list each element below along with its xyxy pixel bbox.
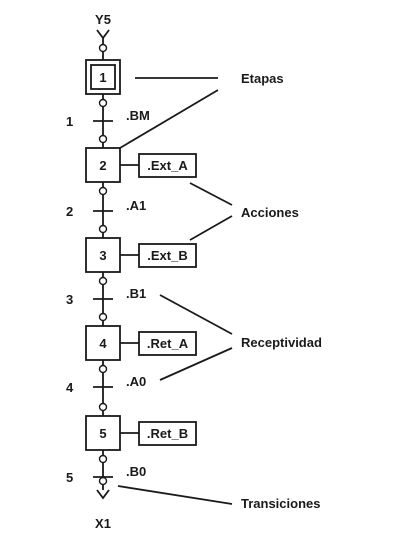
link-connector (98, 476, 108, 486)
callout-transiciones: Transiciones (241, 496, 320, 511)
exit-arrow-icon (96, 489, 110, 500)
entry-arrow-icon (96, 29, 110, 40)
callout-etapas: Etapas (241, 71, 284, 86)
link-connector (98, 134, 108, 144)
link-connector (98, 186, 108, 196)
action-box (138, 331, 197, 356)
transition-number: 3 (66, 292, 73, 307)
entry-label: Y5 (95, 12, 111, 27)
transition-number: 2 (66, 204, 73, 219)
step-number: 5 (99, 426, 106, 441)
link-connector (98, 224, 108, 234)
entry-connector (98, 43, 108, 53)
step-number: 2 (99, 158, 106, 173)
transition-number: 1 (66, 114, 73, 129)
transition-receptivity: .A1 (126, 198, 146, 213)
link-connector (98, 402, 108, 412)
transition-receptivity: .B1 (126, 286, 146, 301)
transition-number: 4 (66, 380, 74, 395)
acciones-leader-line (189, 182, 233, 206)
transition-receptivity: .A0 (126, 374, 146, 389)
action-box (138, 153, 197, 178)
link-connector (98, 454, 108, 464)
step-box (85, 237, 121, 273)
action-label: .Ret_B (147, 426, 188, 441)
transition-receptivity: .BM (126, 108, 150, 123)
action-label: .Ret_A (147, 336, 189, 351)
action-box (138, 243, 197, 268)
link-connector (98, 312, 108, 322)
receptividad-leader-line (159, 294, 233, 335)
transiciones-leader-line (117, 485, 233, 505)
transition-number: 5 (66, 470, 73, 485)
initial-step-number: 1 (99, 70, 106, 85)
link-connector (98, 276, 108, 286)
action-label: .Ext_B (147, 248, 187, 263)
etapas-leader-line-2 (119, 89, 219, 149)
action-label: .Ext_A (147, 158, 188, 173)
step-box (85, 325, 121, 361)
link-connector (98, 364, 108, 374)
transition-receptivity: .B0 (126, 464, 146, 479)
link-connector (98, 98, 108, 108)
step-number: 3 (99, 248, 106, 263)
action-box (138, 421, 197, 446)
step-number: 4 (99, 336, 107, 351)
receptividad-leader-line-2 (159, 347, 233, 381)
callout-acciones: Acciones (241, 205, 299, 220)
exit-label: X1 (95, 516, 111, 531)
acciones-leader-line-2 (189, 215, 233, 241)
callout-receptividad: Receptividad (241, 335, 322, 350)
initial-step-inner (90, 64, 116, 90)
step-box (85, 147, 121, 183)
step-box (85, 415, 121, 451)
step-chain: 1 .BM 2 .A1 3 .B1 4 .A0 5 .B0 2 .Ext_A 3 .Ext_B 4 .Ret_… (66, 94, 197, 490)
